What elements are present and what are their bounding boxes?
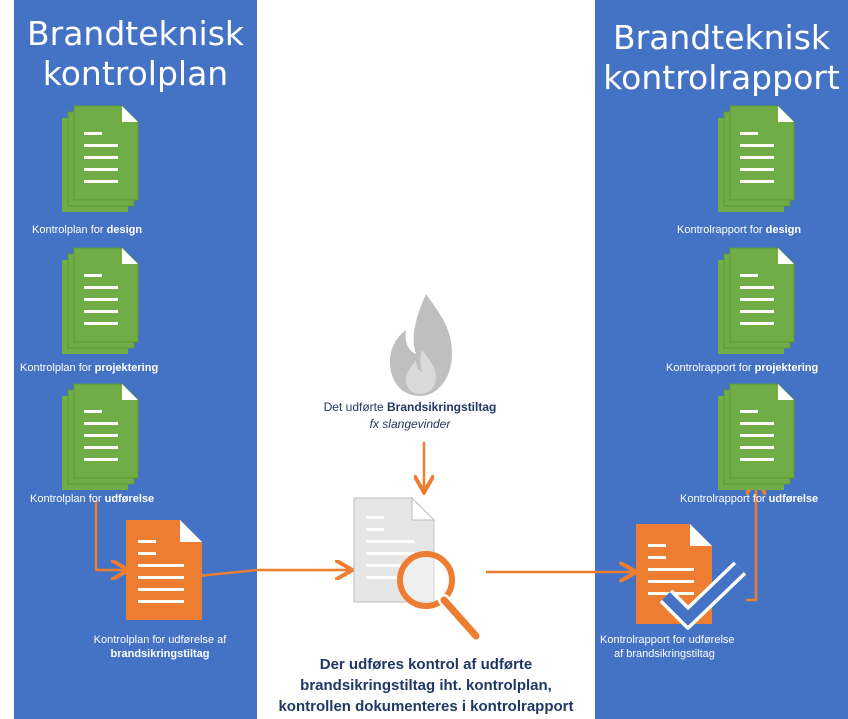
stacked-document-icon [60,382,140,492]
report-projecting-label: Kontrolrapport for projektering [666,362,819,374]
plan-execution-label: Kontrolplan for udførelse [30,493,155,505]
plan-orange-label: Kontrolplan for udførelse af brandsikrin… [93,634,227,660]
control-report-title-line2: kontrolrapport [603,58,840,97]
magnifier-document-icon [352,494,492,654]
stacked-document-icon [716,382,796,492]
stacked-document-icon [716,104,796,214]
report-orange-label: Kontrolrapport for udførelse af brandsik… [600,634,735,660]
control-plan-title-line2: kontrolplan [42,54,229,93]
control-report-title: Brandteknisk kontrolrapport [595,18,848,98]
stacked-document-icon [60,246,140,356]
flame-icon [382,290,464,400]
checkmark-icon [660,560,750,630]
control-plan-title: Brandteknisk kontrolplan [14,14,257,94]
document-icon [124,518,204,622]
report-design-label: Kontrolrapport for design [677,224,802,236]
measure-label: Det udførte Brandsikringstiltag fx slang… [323,400,497,431]
arrow-plan-to-orange-plan [94,500,126,570]
report-execution-label: Kontrolrapport for udførelse [680,493,819,505]
control-plan-title-line1: Brandteknisk [26,14,245,53]
stacked-document-icon [60,104,140,214]
arrow-plan-to-review [197,570,350,576]
stacked-document-icon [716,246,796,356]
control-report-title-line1: Brandteknisk [612,18,831,57]
arrow-report-to-execution-report [746,480,756,602]
document-icon [634,522,752,626]
plan-projecting-label: Kontrolplan for projektering [20,362,159,374]
plan-design-label: Kontrolplan for design [32,224,143,236]
control-description: Der udføres kontrol af udførte brandsikr… [278,656,574,715]
